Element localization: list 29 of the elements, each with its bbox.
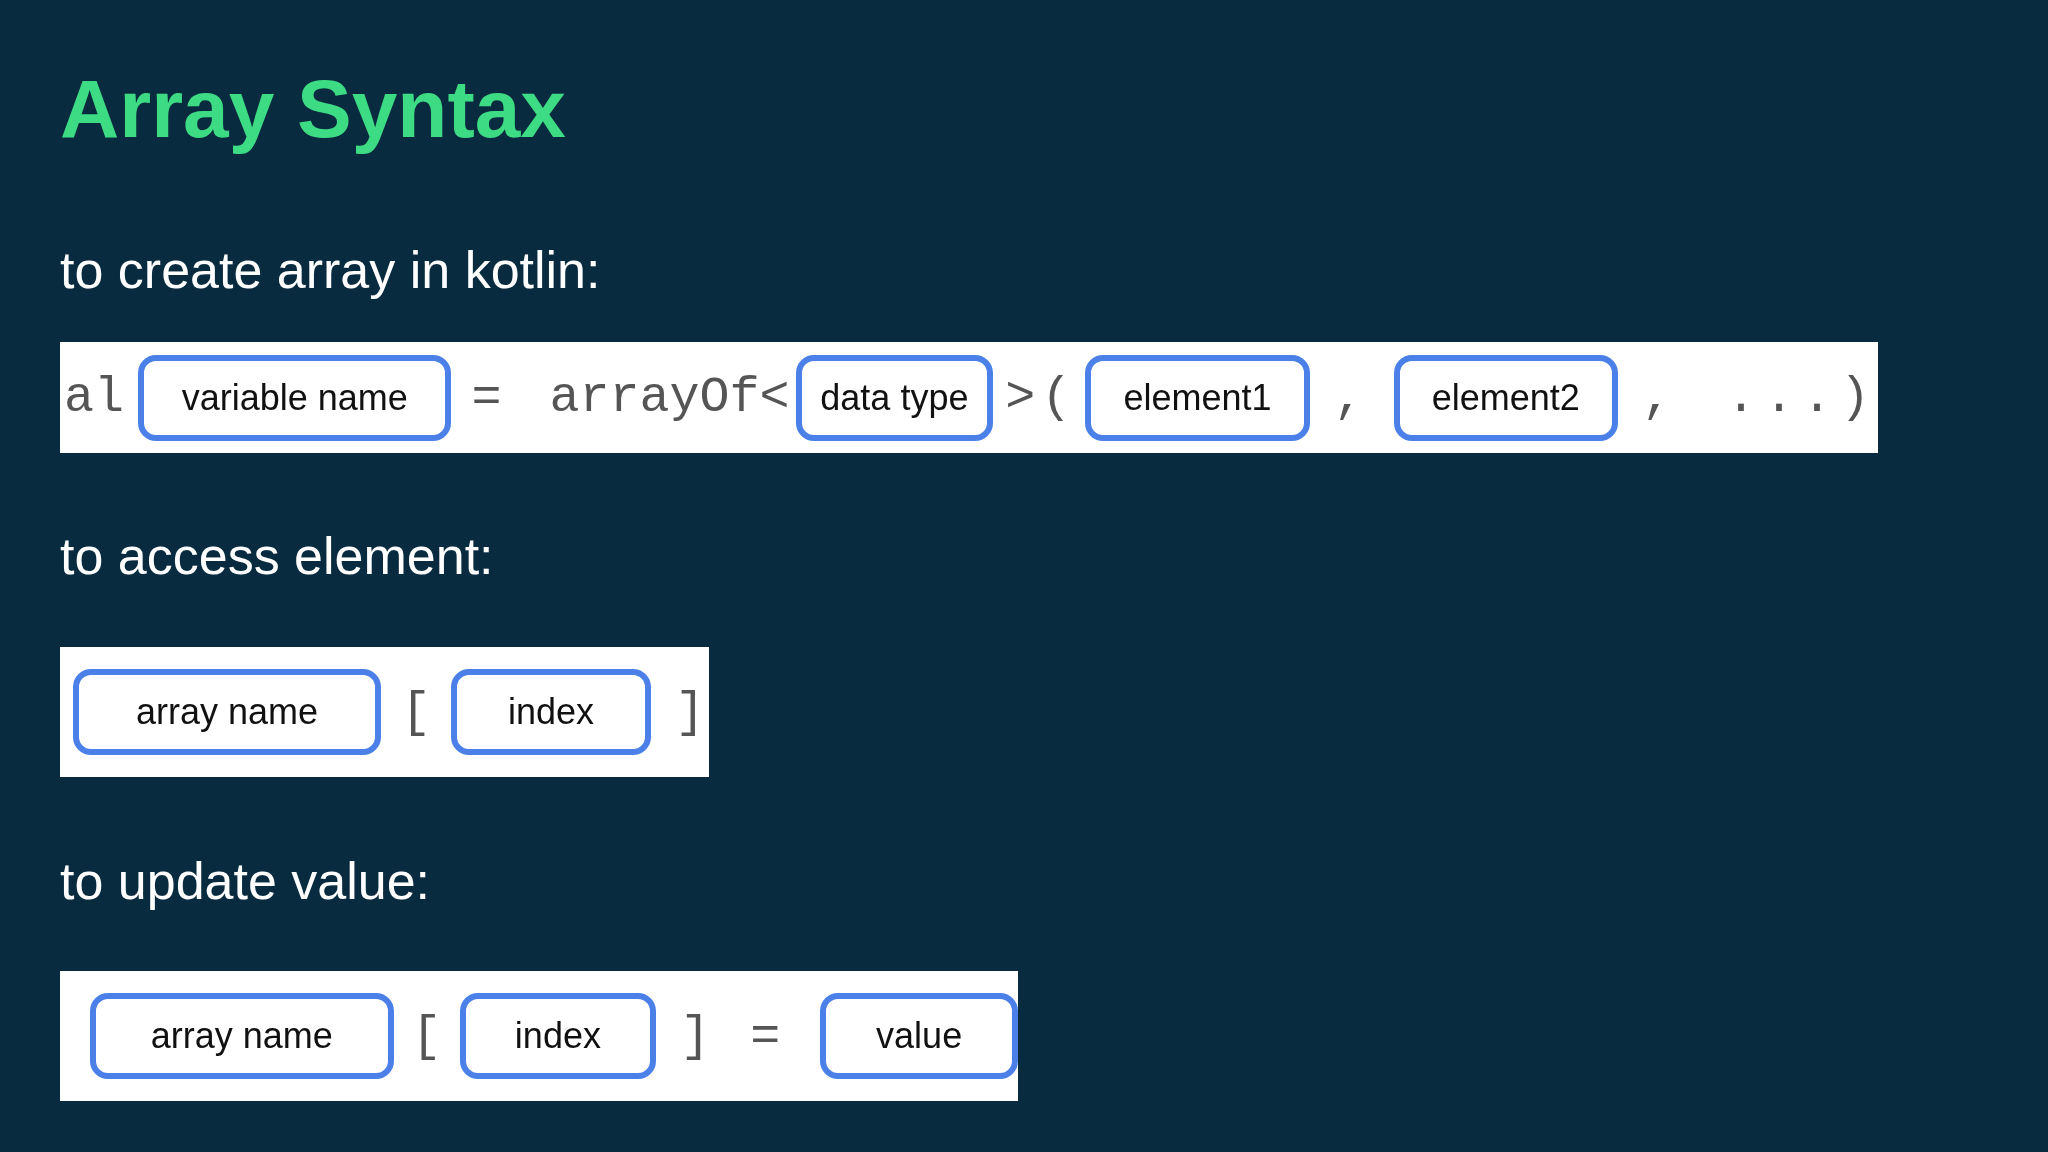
code-token: arrayOf< bbox=[549, 369, 790, 426]
code-panel bbox=[60, 647, 709, 777]
code-token: = bbox=[750, 1007, 781, 1065]
code-token: [ bbox=[401, 683, 431, 741]
placeholder-box: data type bbox=[795, 354, 994, 441]
section-heading: to create array in kotlin: bbox=[60, 240, 601, 300]
code-panel bbox=[60, 971, 1018, 1101]
code-token: al bbox=[64, 369, 124, 426]
placeholder-box: element2 bbox=[1393, 354, 1618, 441]
section-heading: to access element: bbox=[60, 526, 494, 586]
code-token: ...) bbox=[1725, 369, 1878, 426]
placeholder-box: variable name bbox=[138, 354, 452, 441]
code-token: ] bbox=[680, 1007, 711, 1065]
placeholder-box: index bbox=[459, 993, 657, 1079]
code-token: [ bbox=[411, 1007, 442, 1065]
code-token: > bbox=[1005, 369, 1036, 426]
code-token: = bbox=[471, 369, 502, 426]
placeholder-box: index bbox=[451, 669, 651, 755]
code-token: ( bbox=[1041, 369, 1072, 426]
placeholder-box: element1 bbox=[1085, 354, 1310, 441]
code-token: ] bbox=[675, 683, 706, 741]
slide-title: Array Syntax bbox=[60, 62, 566, 156]
code-panel bbox=[60, 342, 1878, 453]
code-token: , bbox=[1641, 369, 1672, 426]
placeholder-box: array name bbox=[73, 669, 381, 755]
section-heading: to update value: bbox=[60, 851, 431, 911]
code-token: , bbox=[1333, 369, 1364, 426]
placeholder-box: array name bbox=[90, 993, 394, 1079]
placeholder-box: value bbox=[820, 993, 1018, 1079]
